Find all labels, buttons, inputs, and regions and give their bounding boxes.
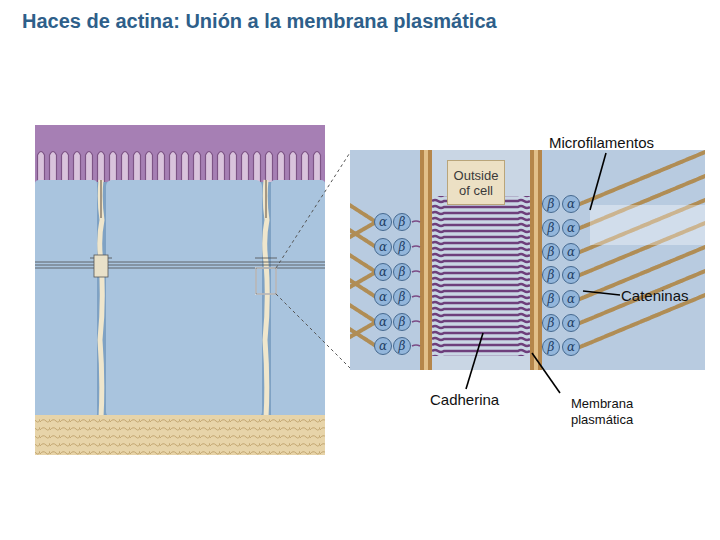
subunit-letter: β [399, 216, 406, 228]
catenin-subunit: α [374, 288, 392, 306]
catenin-subunit: α [562, 290, 580, 308]
catenin-subunit: α [562, 314, 580, 332]
subunit-letter: α [379, 291, 387, 303]
outside-label-box: Outside of cell [447, 160, 505, 205]
catenin-subunit: β [542, 219, 560, 237]
catenin-subunit: α [374, 263, 392, 281]
subunit-letter: α [379, 241, 387, 253]
structure-label: Membrana plasmática [571, 396, 663, 428]
subunit-letter: α [379, 340, 387, 352]
subunit-letter: α [567, 222, 575, 234]
epithelium-drawing [35, 125, 325, 455]
catenin-subunit: β [393, 238, 411, 256]
catenin-subunit: β [542, 266, 560, 284]
catenin-subunit: β [393, 337, 411, 355]
subunit-letter: β [399, 316, 406, 328]
subunit-letter: α [379, 266, 387, 278]
catenin-subunit: α [374, 238, 392, 256]
catenin-subunit: β [393, 313, 411, 331]
subunit-letter: β [548, 269, 555, 281]
subunit-letter: α [379, 316, 387, 328]
subunit-letter: α [567, 198, 575, 210]
subunit-letter: β [548, 198, 555, 210]
catenin-subunit: α [374, 313, 392, 331]
subunit-letter: β [548, 246, 555, 258]
subunit-letter: β [548, 293, 555, 305]
subunit-letter: β [548, 222, 555, 234]
catenin-subunit: α [374, 213, 392, 231]
catenin-subunit: α [562, 195, 580, 213]
catenin-subunit: β [542, 195, 560, 213]
zoom-panel [350, 150, 705, 370]
subunit-letter: β [399, 340, 406, 352]
catenin-subunit: α [562, 266, 580, 284]
catenin-subunit: β [542, 338, 560, 356]
subunit-letter: β [548, 341, 555, 353]
subunit-letter: β [399, 291, 406, 303]
box-text: Outside of cell [454, 168, 499, 198]
catenin-subunit: β [393, 288, 411, 306]
subunit-letter: α [567, 317, 575, 329]
structure-label: Microfilamentos [549, 134, 709, 152]
catenin-subunit: β [393, 263, 411, 281]
catenin-subunit: α [562, 243, 580, 261]
subunit-letter: β [399, 241, 406, 253]
subunit-letter: α [379, 216, 387, 228]
subunit-letter: α [567, 341, 575, 353]
catenin-subunit: β [393, 213, 411, 231]
subunit-letter: α [567, 269, 575, 281]
catenin-subunit: α [374, 337, 392, 355]
zoom-lines [276, 151, 351, 369]
catenin-subunit: α [562, 219, 580, 237]
catenin-subunit: β [542, 314, 560, 332]
subunit-letter: α [567, 246, 575, 258]
subunit-letter: α [567, 293, 575, 305]
subunit-letter: β [548, 317, 555, 329]
catenin-subunit: β [542, 290, 560, 308]
structure-label: Cadherina [430, 391, 540, 409]
subunit-letter: β [399, 266, 406, 278]
page-title: Haces de actina: Unión a la membrana pla… [22, 10, 497, 33]
catenin-subunit: β [542, 243, 560, 261]
catenin-subunit: α [562, 338, 580, 356]
structure-label: Cateninas [621, 287, 717, 305]
